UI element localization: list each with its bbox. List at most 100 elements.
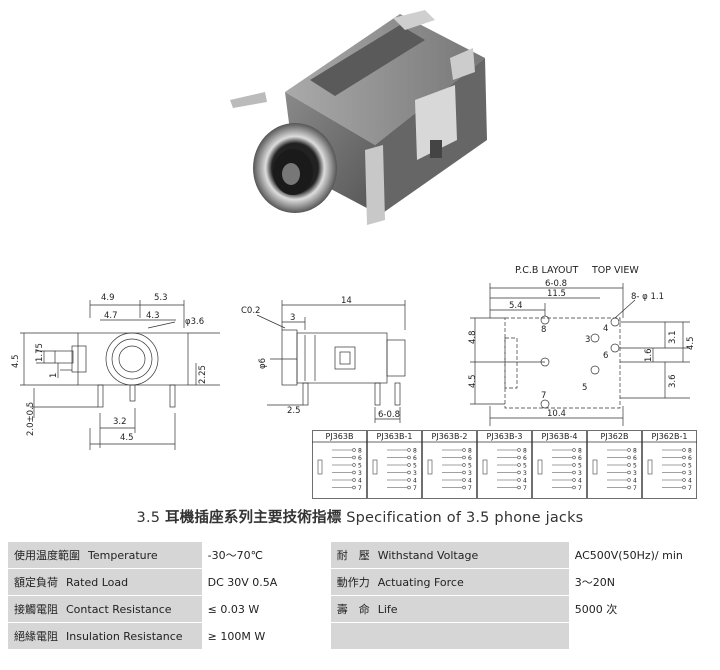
- pcb-dim-3-6: 3.6: [668, 374, 678, 388]
- pj-column-frame: [587, 430, 642, 499]
- dim-phi-3-6: φ3.6: [185, 317, 204, 327]
- pj-terminal: [517, 463, 521, 467]
- spec-value-left: ≥ 100M W: [201, 622, 331, 650]
- pj-terminal: [352, 470, 356, 475]
- dim-4-9: 4.9: [101, 293, 115, 303]
- dim-1-75: 1.75: [35, 343, 45, 362]
- pj-pin-number: 6: [633, 455, 637, 462]
- pj-terminal: [407, 485, 411, 490]
- pj-pin-number: 4: [413, 478, 417, 485]
- pj-pin-number: 6: [413, 455, 417, 462]
- pj-terminal: [572, 470, 576, 475]
- pj-pin-number: 5: [578, 463, 582, 470]
- pj-terminal: [572, 455, 576, 460]
- dim-c0-2: C0.2: [241, 306, 260, 316]
- spec-text: Temperature: [88, 549, 158, 562]
- pj-terminal: [627, 478, 631, 482]
- pj-terminal: [352, 463, 356, 467]
- pj-pin-number: 7: [523, 485, 527, 492]
- spec-row: 絕緣電阻 Insulation Resistance ≥ 100M W: [8, 622, 712, 650]
- pj-terminal: [407, 470, 411, 475]
- pj-pin-number: 7: [468, 485, 472, 492]
- pj-plug-symbol: [592, 459, 598, 475]
- spec-text: ≤ 0.03 W: [207, 602, 260, 616]
- dim-phi6: φ6: [258, 358, 268, 369]
- spec-value-right: 3～20N: [568, 568, 712, 596]
- pj-pin-number: 6: [358, 455, 362, 462]
- pj-pin-number: 5: [413, 463, 417, 470]
- pj-column-frame: [477, 430, 532, 499]
- pj-column-frame: [367, 430, 422, 499]
- pj-terminal: [462, 455, 466, 460]
- pj-terminal: [352, 455, 356, 460]
- pj-model-label: PJ363B-2: [432, 432, 468, 441]
- spec-text: Insulation Resistance: [66, 630, 183, 643]
- pj-terminal: [462, 485, 466, 490]
- dim-4-5-bottom: 4.5: [120, 433, 134, 443]
- spec-text: Contact Resistance: [66, 603, 172, 616]
- pcb-dim-4-5-right: 4.5: [686, 336, 696, 350]
- pj-plug-symbol: [537, 459, 543, 475]
- pj-column-frame: [422, 430, 477, 499]
- dim-3-2: 3.2: [113, 417, 127, 427]
- pj-terminal: [517, 470, 521, 475]
- pj-plug-symbol: [482, 459, 488, 475]
- pj-terminal: [682, 455, 686, 460]
- pcb-layout-title: P.C.B LAYOUT: [515, 265, 578, 276]
- pj-model-label: PJ362B: [601, 432, 629, 441]
- spec-value-right: AC500V(50Hz)/ min: [568, 541, 712, 569]
- pj-pin-number: 6: [468, 455, 472, 462]
- spec-text: 額定負荷: [14, 576, 58, 589]
- dim-4-5-left: 4.5: [11, 354, 21, 368]
- pj-terminal: [352, 485, 356, 490]
- spec-text: Life: [377, 603, 398, 616]
- pj-pin-number: 6: [688, 455, 692, 462]
- spec-title-zh: 耳機插座系列主要技術指標: [165, 510, 342, 526]
- pj-plug-symbol: [427, 459, 433, 475]
- pj-model-label: PJ362B-1: [652, 432, 688, 441]
- pj-terminal: [572, 478, 576, 482]
- dim-14: 14: [341, 296, 352, 306]
- pj-terminal: [517, 485, 521, 490]
- pj-pin-number: 6: [578, 455, 582, 462]
- dim-2-5: 2.5: [287, 406, 301, 416]
- dim-5-3: 5.3: [154, 293, 168, 303]
- pcb-pin-8: 8: [541, 325, 546, 335]
- pj-pin-number: 4: [688, 478, 692, 485]
- pcb-layout-drawing: P.C.B LAYOUT TOP VIEW 6-0.8: [468, 265, 696, 426]
- spec-value-left: -30～70℃: [201, 541, 331, 569]
- pj-pin-number: 3: [633, 470, 637, 477]
- spec-text: ≥ 100M W: [207, 629, 266, 643]
- pcb-dim-5-4: 5.4: [509, 301, 523, 311]
- spec-text: 絕緣電阻: [14, 630, 58, 643]
- pcb-dim-6-0-8: 6-0.8: [545, 279, 567, 289]
- pj-terminal: [682, 448, 686, 452]
- dim-3: 3: [290, 313, 295, 323]
- dim-4-3: 4.3: [146, 311, 160, 321]
- pj-model-label: PJ363B-1: [377, 432, 413, 441]
- pj-pin-number: 8: [633, 448, 637, 455]
- pj-terminal: [352, 448, 356, 452]
- pj-pin-number: 5: [633, 463, 637, 470]
- pj-pin-number: 7: [633, 485, 637, 492]
- pcb-pin-5: 5: [582, 383, 587, 393]
- spec-value-right: [568, 622, 712, 650]
- pj-pin-number: 5: [358, 463, 362, 470]
- pj-terminal: [627, 448, 631, 452]
- pcb-dim-11-5: 11.5: [547, 289, 566, 299]
- pj-pin-number: 8: [413, 448, 417, 455]
- pj-terminal: [572, 485, 576, 490]
- pj-terminal: [352, 478, 356, 482]
- pcb-dim-3-1: 3.1: [668, 330, 678, 344]
- pj-pin-number: 3: [578, 470, 582, 477]
- pj-model-label: PJ363B-4: [542, 432, 578, 441]
- dim-2-0: 2.0±0.5: [26, 402, 36, 436]
- pcb-dim-8-phi: 8- φ 1.1: [631, 292, 664, 302]
